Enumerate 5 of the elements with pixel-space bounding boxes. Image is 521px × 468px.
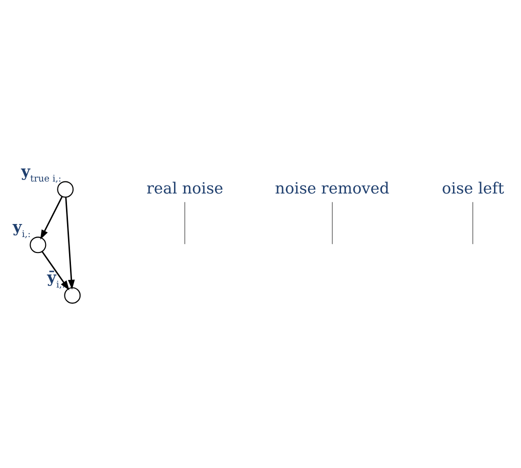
node-label: y$_{i,:}$ xyxy=(12,216,30,240)
node-text: oise left xyxy=(441,179,504,198)
node-text: noise removed xyxy=(274,179,389,198)
node-label: y$_{true i,:}$ xyxy=(20,161,61,184)
node-text: real noise xyxy=(146,179,223,198)
